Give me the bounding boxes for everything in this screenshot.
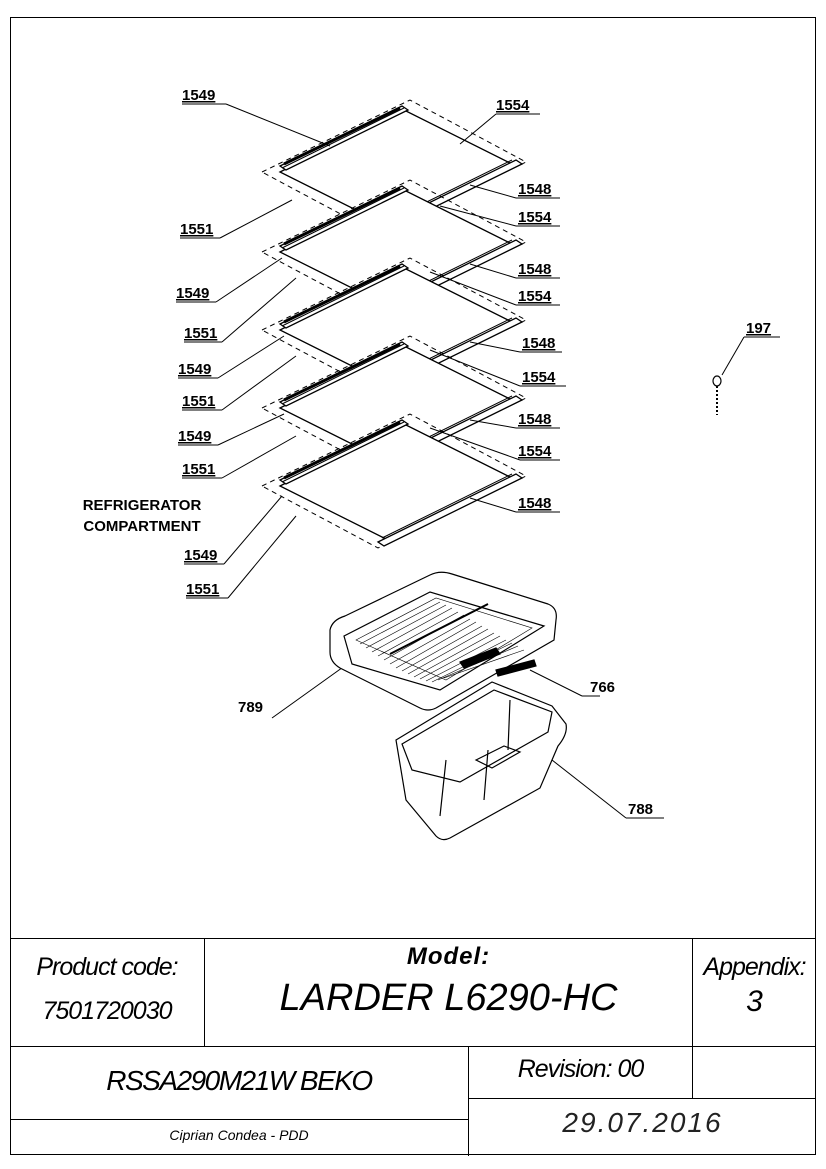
callout-1548-c: 1548	[522, 335, 555, 352]
model-name: LARDER L6290-HC	[279, 977, 618, 1019]
product-code-cell: Product code: 7501720030	[10, 939, 205, 1046]
product-code-value: 7501720030	[42, 997, 172, 1025]
product-code-label: Product code:	[36, 953, 178, 981]
callout-1554-b: 1554	[518, 209, 552, 226]
callout-1551-b: 1551	[184, 325, 217, 342]
model-cell: Model: LARDER L6290-HC	[205, 939, 693, 1046]
callout-1548-e: 1548	[518, 495, 551, 512]
callout-1554-d: 1554	[522, 369, 556, 386]
revision-cell: Revision: 00	[469, 1047, 693, 1099]
section-label-line2: COMPARTMENT	[83, 518, 200, 535]
drawing-frame	[10, 17, 816, 1155]
callout-1554-e: 1554	[518, 443, 552, 460]
callout-1551-d: 1551	[182, 461, 215, 478]
appendix-label: Appendix:	[703, 953, 806, 981]
callout-197: 197	[746, 320, 771, 337]
callout-1554-c: 1554	[518, 288, 552, 305]
date-cell: 29.07.2016	[469, 1099, 816, 1156]
section-label-line1: REFRIGERATOR	[83, 497, 202, 514]
callout-1551-e: 1551	[186, 581, 219, 598]
title-block-top-row: Product code: 7501720030 Model: LARDER L…	[10, 938, 816, 1046]
callout-1554-a: 1554	[496, 97, 530, 114]
exploded-parts-diagram: 1549 1554 1548 1554 1551 1548 1554 1549 …	[83, 87, 780, 841]
callout-788: 788	[628, 801, 653, 818]
callout-1548-a: 1548	[518, 181, 551, 198]
callout-1549-c: 1549	[178, 361, 211, 378]
appendix-value: 3	[746, 985, 763, 1018]
revision: Revision: 00	[517, 1055, 645, 1083]
model-label: Model:	[406, 943, 491, 970]
callout-766: 766	[590, 679, 615, 696]
callout-1548-b: 1548	[518, 261, 551, 278]
blank-cell	[693, 1047, 816, 1099]
callout-1551-a: 1551	[180, 221, 213, 238]
callout-1549-e: 1549	[184, 547, 217, 564]
author: Ciprian Condea - PDD	[169, 1127, 309, 1143]
brand-model-cell: RSSA290M21W BEKO Ciprian Condea - PDD	[10, 1047, 469, 1156]
callout-1549-b: 1549	[176, 285, 209, 302]
callout-789: 789	[238, 699, 263, 716]
callout-1549-a: 1549	[182, 87, 215, 104]
brand-model: RSSA290M21W BEKO	[106, 1065, 373, 1096]
title-block-bottom-row: RSSA290M21W BEKO Ciprian Condea - PDD Re…	[10, 1046, 816, 1156]
author-divider	[10, 1119, 469, 1120]
part-197-icon	[712, 375, 722, 415]
callout-1549-d: 1549	[178, 428, 211, 445]
crisper-drawer	[395, 659, 567, 841]
leader-lines	[176, 103, 780, 819]
appendix-cell: Appendix: 3	[693, 939, 816, 1046]
callout-1551-c: 1551	[182, 393, 215, 410]
date: 29.07.2016	[562, 1107, 723, 1138]
shelf-5	[260, 412, 528, 550]
crisper-cover	[329, 571, 557, 711]
callout-1548-d: 1548	[518, 411, 551, 428]
